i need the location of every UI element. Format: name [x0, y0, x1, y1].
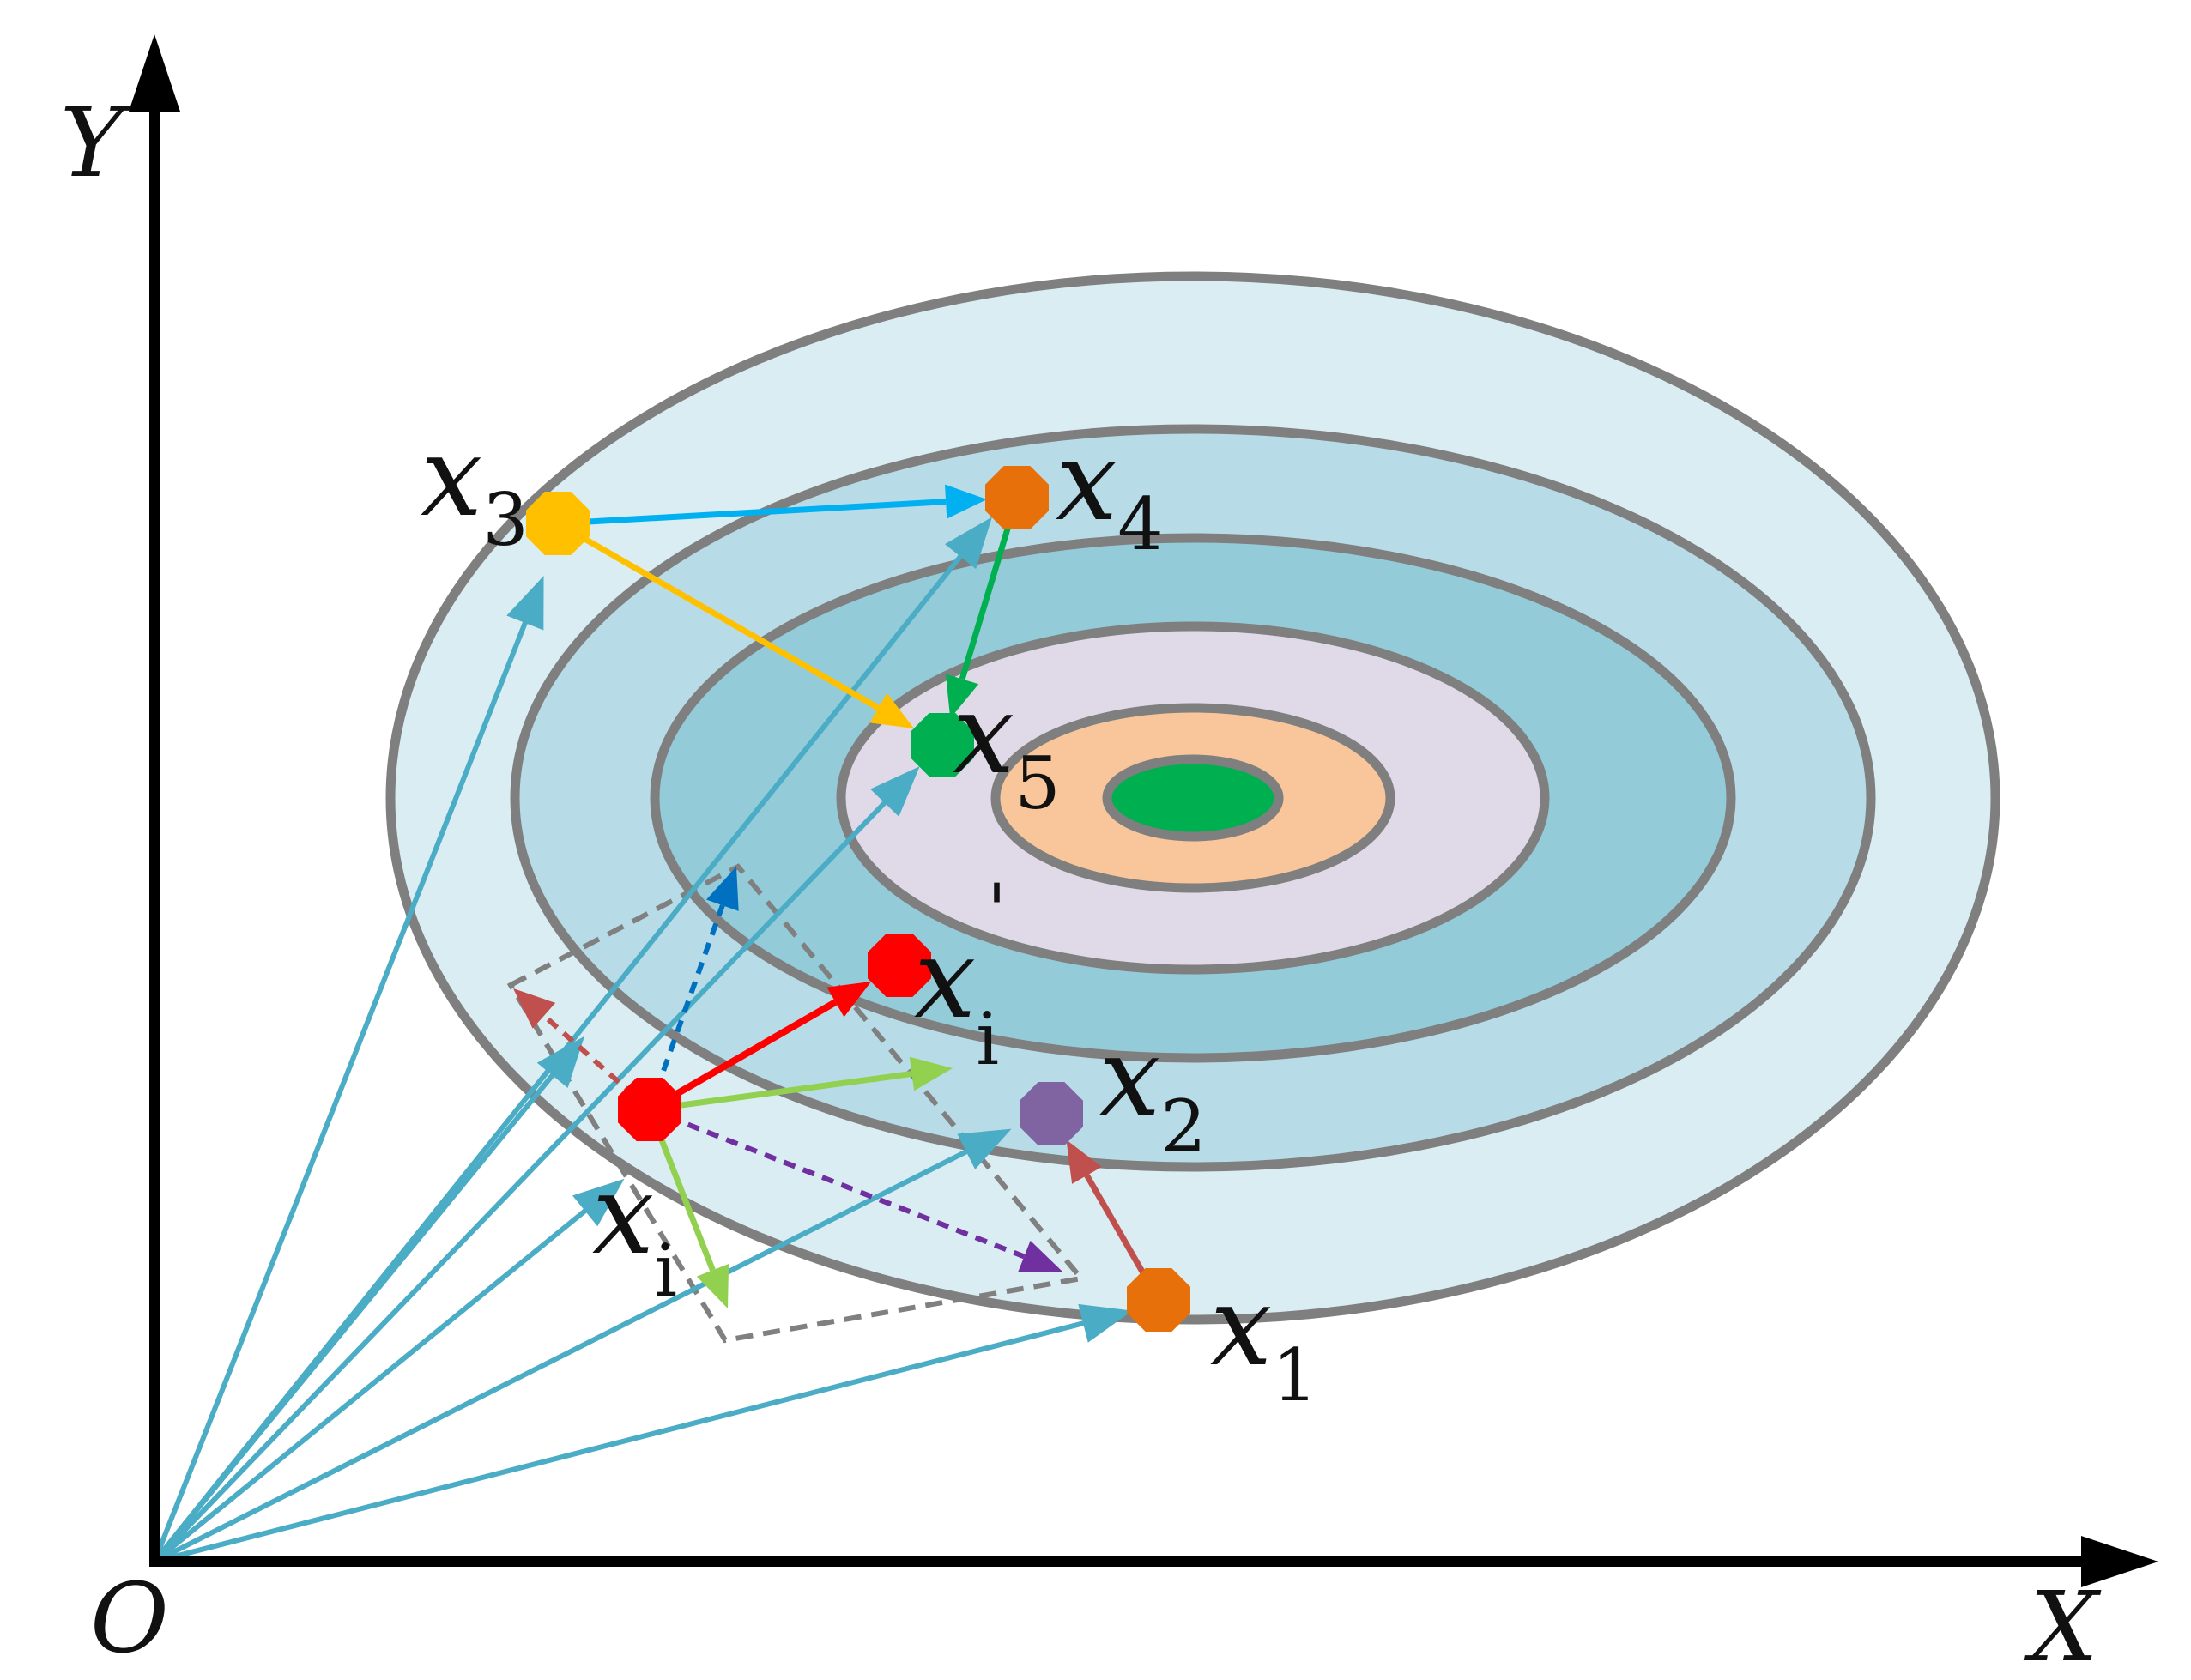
vector-xi-dashed-purple: [648, 1107, 1062, 1273]
vector-xi-dashed-blue-head: [706, 867, 739, 911]
vector-x3-to-x5: [556, 520, 915, 729]
dashed-search-region: [506, 863, 1086, 1344]
vector-origin-to-x2: [153, 1128, 1012, 1564]
vector-x3-to-x4: [557, 484, 988, 527]
label-x1: x1: [1210, 1263, 1318, 1417]
vector-origin-to-lower-box-head: [572, 1178, 625, 1227]
vector-origin-to-x3-shaft: [152, 619, 529, 1563]
y-axis-label: Y: [60, 88, 131, 199]
vector-xi-to-xi-prime-head: [826, 981, 872, 1018]
label-xi-prime: xi: [914, 916, 999, 1081]
vector-origin-to-lower-box: [153, 1178, 625, 1564]
point-labels: x3 x4 x5 xi ' x2 xi x1: [421, 414, 1318, 1417]
vector-x3-to-x4-head: [945, 484, 988, 519]
label-xi: xi: [592, 1151, 677, 1313]
label-xi-prime-mark: ': [987, 868, 1007, 952]
vector-origin-to-upper-box-shaft: [152, 1071, 557, 1563]
vector-xi-dashed-red-head: [513, 988, 556, 1029]
vector-origin-to-upper-box: [152, 1036, 585, 1563]
x-axis-label: X: [2023, 1572, 2102, 1680]
point-xi-prime: [868, 934, 931, 997]
vector-origin-to-x1-head: [1078, 1303, 1133, 1343]
dashed-box-outline: [506, 863, 1086, 1344]
vector-xi-dashed-blue: [647, 867, 739, 1111]
vector-x3-to-x5-head: [869, 692, 915, 729]
origin-vectors: [152, 517, 1133, 1564]
point-xi: [618, 1078, 681, 1141]
vector-x4-to-x5-head: [945, 674, 979, 719]
vector-origin-to-x5: [152, 766, 920, 1564]
vector-xi-dashed-purple-head: [1018, 1240, 1062, 1273]
vector-xi-to-xi-prime-shaft: [648, 999, 838, 1113]
x-axis-arrowhead: [2081, 1536, 2158, 1587]
label-x4: x4: [1056, 418, 1164, 566]
vector-origin-to-x2-shaft: [153, 1148, 971, 1564]
axes: O X Y: [60, 34, 2158, 1680]
point-x5: [911, 713, 974, 777]
contour-levels: [385, 271, 2000, 1325]
y-axis-arrowhead: [129, 34, 180, 112]
vector-x3-to-x4-shaft: [557, 499, 947, 527]
point-x2: [1020, 1082, 1083, 1145]
vector-xi-to-xi-prime: [648, 981, 872, 1113]
vector-xi-green-right: [649, 1056, 953, 1113]
vector-origin-to-x4-head: [944, 517, 993, 570]
label-x3: x3: [421, 414, 529, 562]
vector-xi-green-down-head: [696, 1264, 729, 1308]
solution-points: [526, 466, 1190, 1332]
vector-origin-to-x3-head: [506, 576, 544, 631]
vector-xi-dashed-purple-shaft: [648, 1107, 1026, 1260]
vector-origin-to-lower-box-shaft: [153, 1206, 590, 1564]
vector-origin-to-x1: [154, 1303, 1133, 1564]
contour-core: [1102, 754, 1284, 842]
vector-origin-to-x2-head: [957, 1128, 1012, 1169]
label-x2: x2: [1099, 1014, 1207, 1169]
point-x1: [1127, 1268, 1190, 1332]
origin-label: O: [90, 1563, 169, 1675]
vector-origin-to-x5-shaft: [152, 799, 889, 1564]
point-x4: [985, 466, 1049, 529]
vector-xi-green-right-shaft: [649, 1070, 912, 1113]
vector-xi-green-right-head: [909, 1056, 953, 1091]
label-x5: x5: [953, 671, 1061, 825]
vector-origin-to-x1-shaft: [154, 1320, 1087, 1564]
vector-origin-to-x3: [152, 576, 544, 1563]
point-x3: [526, 492, 590, 555]
vector-x1-to-x2-head: [1066, 1139, 1102, 1184]
vector-origin-to-x5-head: [870, 766, 920, 817]
vector-origin-to-upper-box-head: [536, 1036, 585, 1088]
vector-x3-to-x5-shaft: [556, 520, 881, 711]
vector-xi-dashed-blue-shaft: [647, 904, 725, 1111]
